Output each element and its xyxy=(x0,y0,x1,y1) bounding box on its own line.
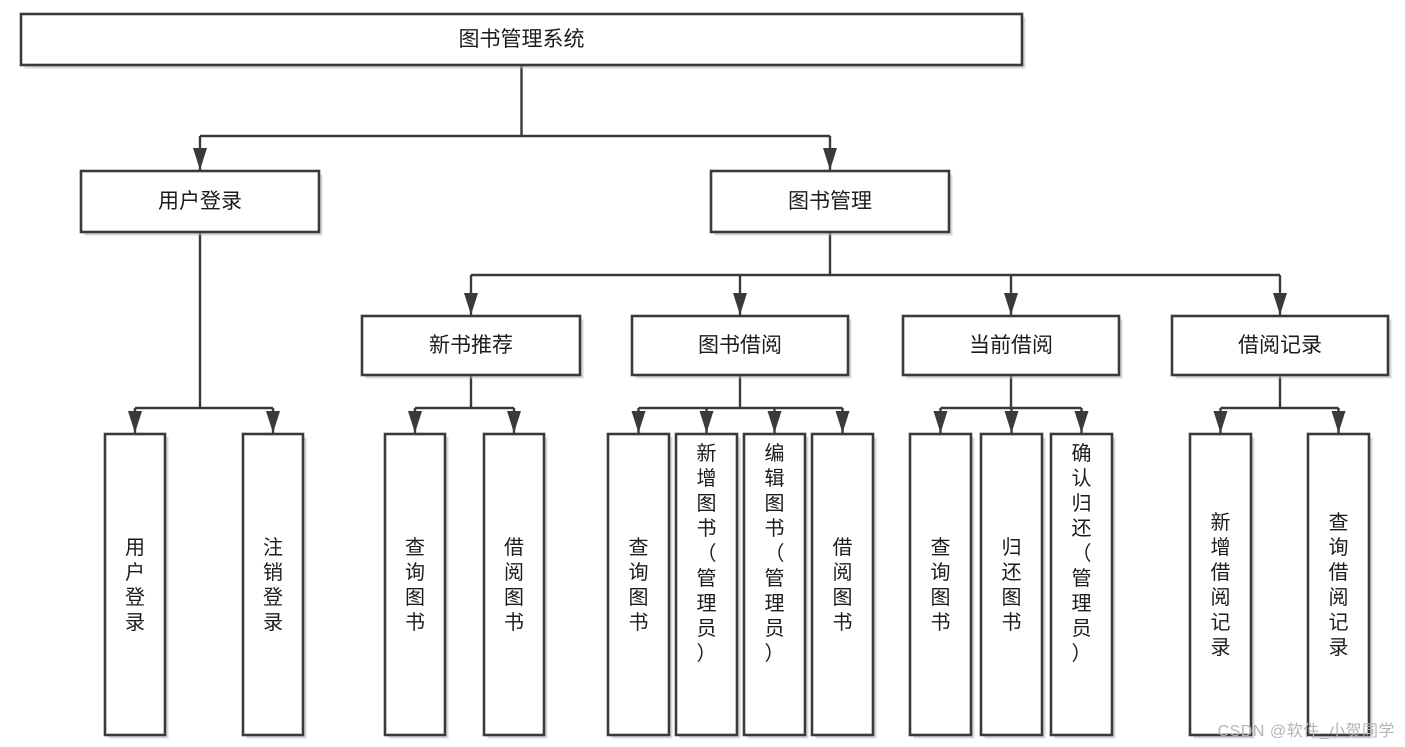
node-rect[interactable] xyxy=(606,432,671,737)
node-label: 借阅记录 xyxy=(1238,334,1322,357)
arrow-head-icon xyxy=(631,411,646,433)
node-rect[interactable] xyxy=(1170,314,1390,377)
node-label: 归还图书 xyxy=(1002,536,1022,634)
node-label: 图书管理系统 xyxy=(459,28,585,51)
node-leaf-leaf-return-book[interactable]: 归还图书 xyxy=(979,432,1046,739)
node-rect[interactable] xyxy=(103,432,167,737)
node-label: 查询图书 xyxy=(405,536,425,634)
node-label: 用户登录 xyxy=(158,190,242,213)
node-leaf-leaf-query-borrow-record[interactable]: 查询借阅记录 xyxy=(1306,432,1373,739)
node-rect[interactable] xyxy=(79,169,321,234)
node-leaf-leaf-query-book-recommend[interactable]: 查询图书 xyxy=(383,432,449,739)
node-label: 图书管理 xyxy=(788,190,872,213)
node-rect[interactable] xyxy=(383,432,447,737)
node-label: 借阅图书 xyxy=(833,536,853,634)
arrow-head-icon xyxy=(507,411,521,433)
watermark-text: CSDN @软件_小贺同学 xyxy=(1217,723,1395,740)
node-rect[interactable] xyxy=(1049,432,1114,737)
node-rect[interactable] xyxy=(482,432,546,737)
node-rect[interactable] xyxy=(1188,432,1253,737)
arrow-head-icon xyxy=(733,293,747,315)
node-layer: 图书管理系统用户登录图书管理新书推荐图书借阅当前借阅借阅记录用户登录注销登录查询… xyxy=(19,12,1392,739)
arrow-head-icon xyxy=(408,411,422,433)
node-rect[interactable] xyxy=(810,432,875,737)
arrow-head-icon xyxy=(835,411,850,433)
node-level1-book-manage[interactable]: 图书管理 xyxy=(709,169,953,236)
arrow-head-icon xyxy=(1074,411,1089,433)
node-rect[interactable] xyxy=(674,432,739,737)
arrow-head-icon xyxy=(128,411,142,433)
node-rect[interactable] xyxy=(630,314,850,377)
node-level1-user-login[interactable]: 用户登录 xyxy=(79,169,323,236)
node-label: 查询图书 xyxy=(931,536,951,634)
node-label: 新增图书（管理员） xyxy=(697,442,717,665)
node-rect[interactable] xyxy=(241,432,305,737)
arrow-head-icon xyxy=(699,411,714,433)
node-label: 借阅图书 xyxy=(504,536,524,634)
node-leaf-leaf-user-logout[interactable]: 注销登录 xyxy=(241,432,307,739)
node-leaf-leaf-query-book-current[interactable]: 查询图书 xyxy=(908,432,975,739)
node-label: 编辑图书（管理员） xyxy=(765,442,785,665)
node-label: 查询图书 xyxy=(629,536,649,634)
arrow-head-icon xyxy=(823,148,837,170)
node-leaf-leaf-confirm-return-admin[interactable]: 确认归还（管理员） xyxy=(1049,432,1116,739)
arrow-head-icon xyxy=(1004,293,1018,315)
node-leaf-leaf-query-book-borrow[interactable]: 查询图书 xyxy=(606,432,673,739)
node-label: 用户登录 xyxy=(125,537,145,634)
node-label: 确认归还（管理员） xyxy=(1072,442,1092,665)
connector-layer xyxy=(128,65,1346,433)
node-label: 新书推荐 xyxy=(429,334,513,357)
arrow-head-icon xyxy=(266,411,280,433)
node-leaf-leaf-edit-book-admin[interactable]: 编辑图书（管理员） xyxy=(742,432,809,739)
node-rect[interactable] xyxy=(1306,432,1371,737)
node-leaf-leaf-add-book-admin[interactable]: 新增图书（管理员） xyxy=(674,432,741,739)
arrow-head-icon xyxy=(464,293,478,315)
node-level2-current-borrow[interactable]: 当前借阅 xyxy=(901,314,1123,379)
node-rect[interactable] xyxy=(979,432,1044,737)
arrow-head-icon xyxy=(1331,411,1346,433)
arrow-head-icon xyxy=(193,148,207,170)
node-root-root[interactable]: 图书管理系统 xyxy=(19,12,1026,69)
node-label: 新增借阅记录 xyxy=(1211,511,1231,659)
node-leaf-leaf-borrow-book-recommend[interactable]: 借阅图书 xyxy=(482,432,548,739)
node-leaf-leaf-user-login[interactable]: 用户登录 xyxy=(103,432,169,739)
node-level2-borrow-record[interactable]: 借阅记录 xyxy=(1170,314,1392,379)
arrow-head-icon xyxy=(1213,411,1228,433)
node-rect[interactable] xyxy=(908,432,973,737)
node-level2-book-borrow[interactable]: 图书借阅 xyxy=(630,314,852,379)
node-label: 注销登录 xyxy=(263,536,283,634)
arrow-head-icon xyxy=(933,411,948,433)
node-label: 图书借阅 xyxy=(698,334,782,357)
arrow-head-icon xyxy=(1273,293,1287,315)
node-label: 当前借阅 xyxy=(969,334,1053,357)
arrow-head-icon xyxy=(767,411,782,433)
arrow-head-icon xyxy=(1004,411,1019,433)
node-rect[interactable] xyxy=(709,169,951,234)
node-leaf-leaf-add-borrow-record[interactable]: 新增借阅记录 xyxy=(1188,432,1255,739)
node-label: 查询借阅记录 xyxy=(1329,511,1349,659)
node-rect[interactable] xyxy=(901,314,1121,377)
node-rect[interactable] xyxy=(19,12,1024,67)
node-level2-new-book-recommend[interactable]: 新书推荐 xyxy=(360,314,584,379)
node-rect[interactable] xyxy=(742,432,807,737)
node-leaf-leaf-borrow-book[interactable]: 借阅图书 xyxy=(810,432,877,739)
node-rect[interactable] xyxy=(360,314,582,377)
